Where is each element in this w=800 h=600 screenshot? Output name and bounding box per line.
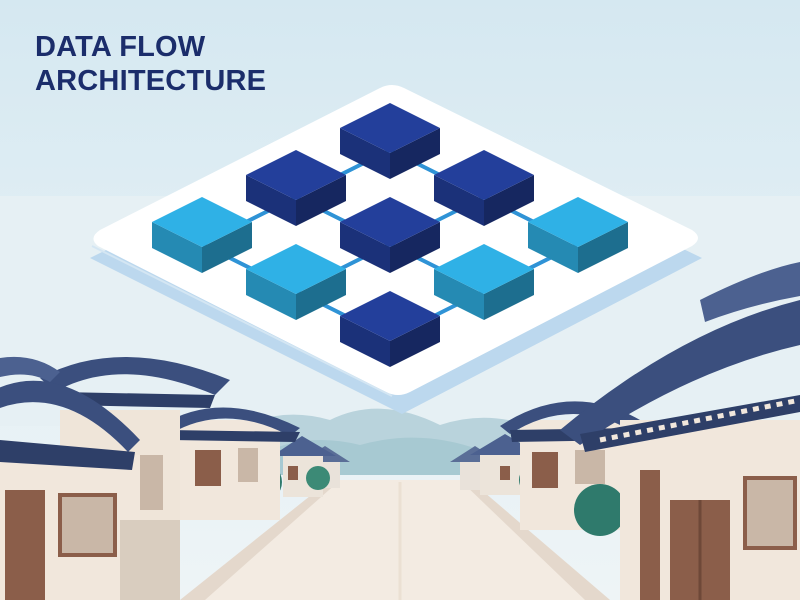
node-side-right [202, 222, 252, 273]
node-top [434, 244, 534, 294]
node-top [340, 197, 440, 247]
node-side-right [390, 222, 440, 273]
diagram-node-n9 [340, 291, 440, 367]
node-top [152, 197, 252, 247]
node-side-right [296, 269, 346, 320]
houses-left [0, 356, 350, 600]
street-edge-left [180, 480, 338, 600]
node-top [528, 197, 628, 247]
node-side-left [340, 316, 390, 367]
street-edge-right [462, 480, 610, 600]
node-side-left [246, 175, 296, 226]
diagram-node-n6 [434, 244, 534, 320]
node-top [434, 150, 534, 200]
node-top [340, 291, 440, 341]
diagram-node-n7 [152, 197, 252, 273]
node-side-right [578, 222, 628, 273]
node-side-right [390, 128, 440, 179]
diagram-nodes [152, 103, 628, 367]
diagram-node-n2 [434, 150, 534, 226]
page-title: DATA FLOW ARCHITECTURE [35, 30, 266, 98]
diagram-node-n8 [246, 244, 346, 320]
node-side-left [434, 269, 484, 320]
diagram-node-n3 [528, 197, 628, 273]
diagram-node-n5 [340, 197, 440, 273]
node-side-right [296, 175, 346, 226]
node-side-right [390, 316, 440, 367]
diagram-node-n1 [340, 103, 440, 179]
diagram-node-n4 [246, 150, 346, 226]
node-side-left [340, 128, 390, 179]
node-top [246, 150, 346, 200]
node-side-left [434, 175, 484, 226]
node-top [340, 103, 440, 153]
title-line-1: DATA FLOW [35, 31, 206, 63]
houses-right [450, 262, 800, 600]
node-side-left [528, 222, 578, 273]
title-line-2: ARCHITECTURE [35, 65, 267, 97]
node-side-left [340, 222, 390, 273]
node-top [246, 244, 346, 294]
node-side-right [484, 269, 534, 320]
node-side-left [152, 222, 202, 273]
node-side-right [484, 175, 534, 226]
node-side-left [246, 269, 296, 320]
